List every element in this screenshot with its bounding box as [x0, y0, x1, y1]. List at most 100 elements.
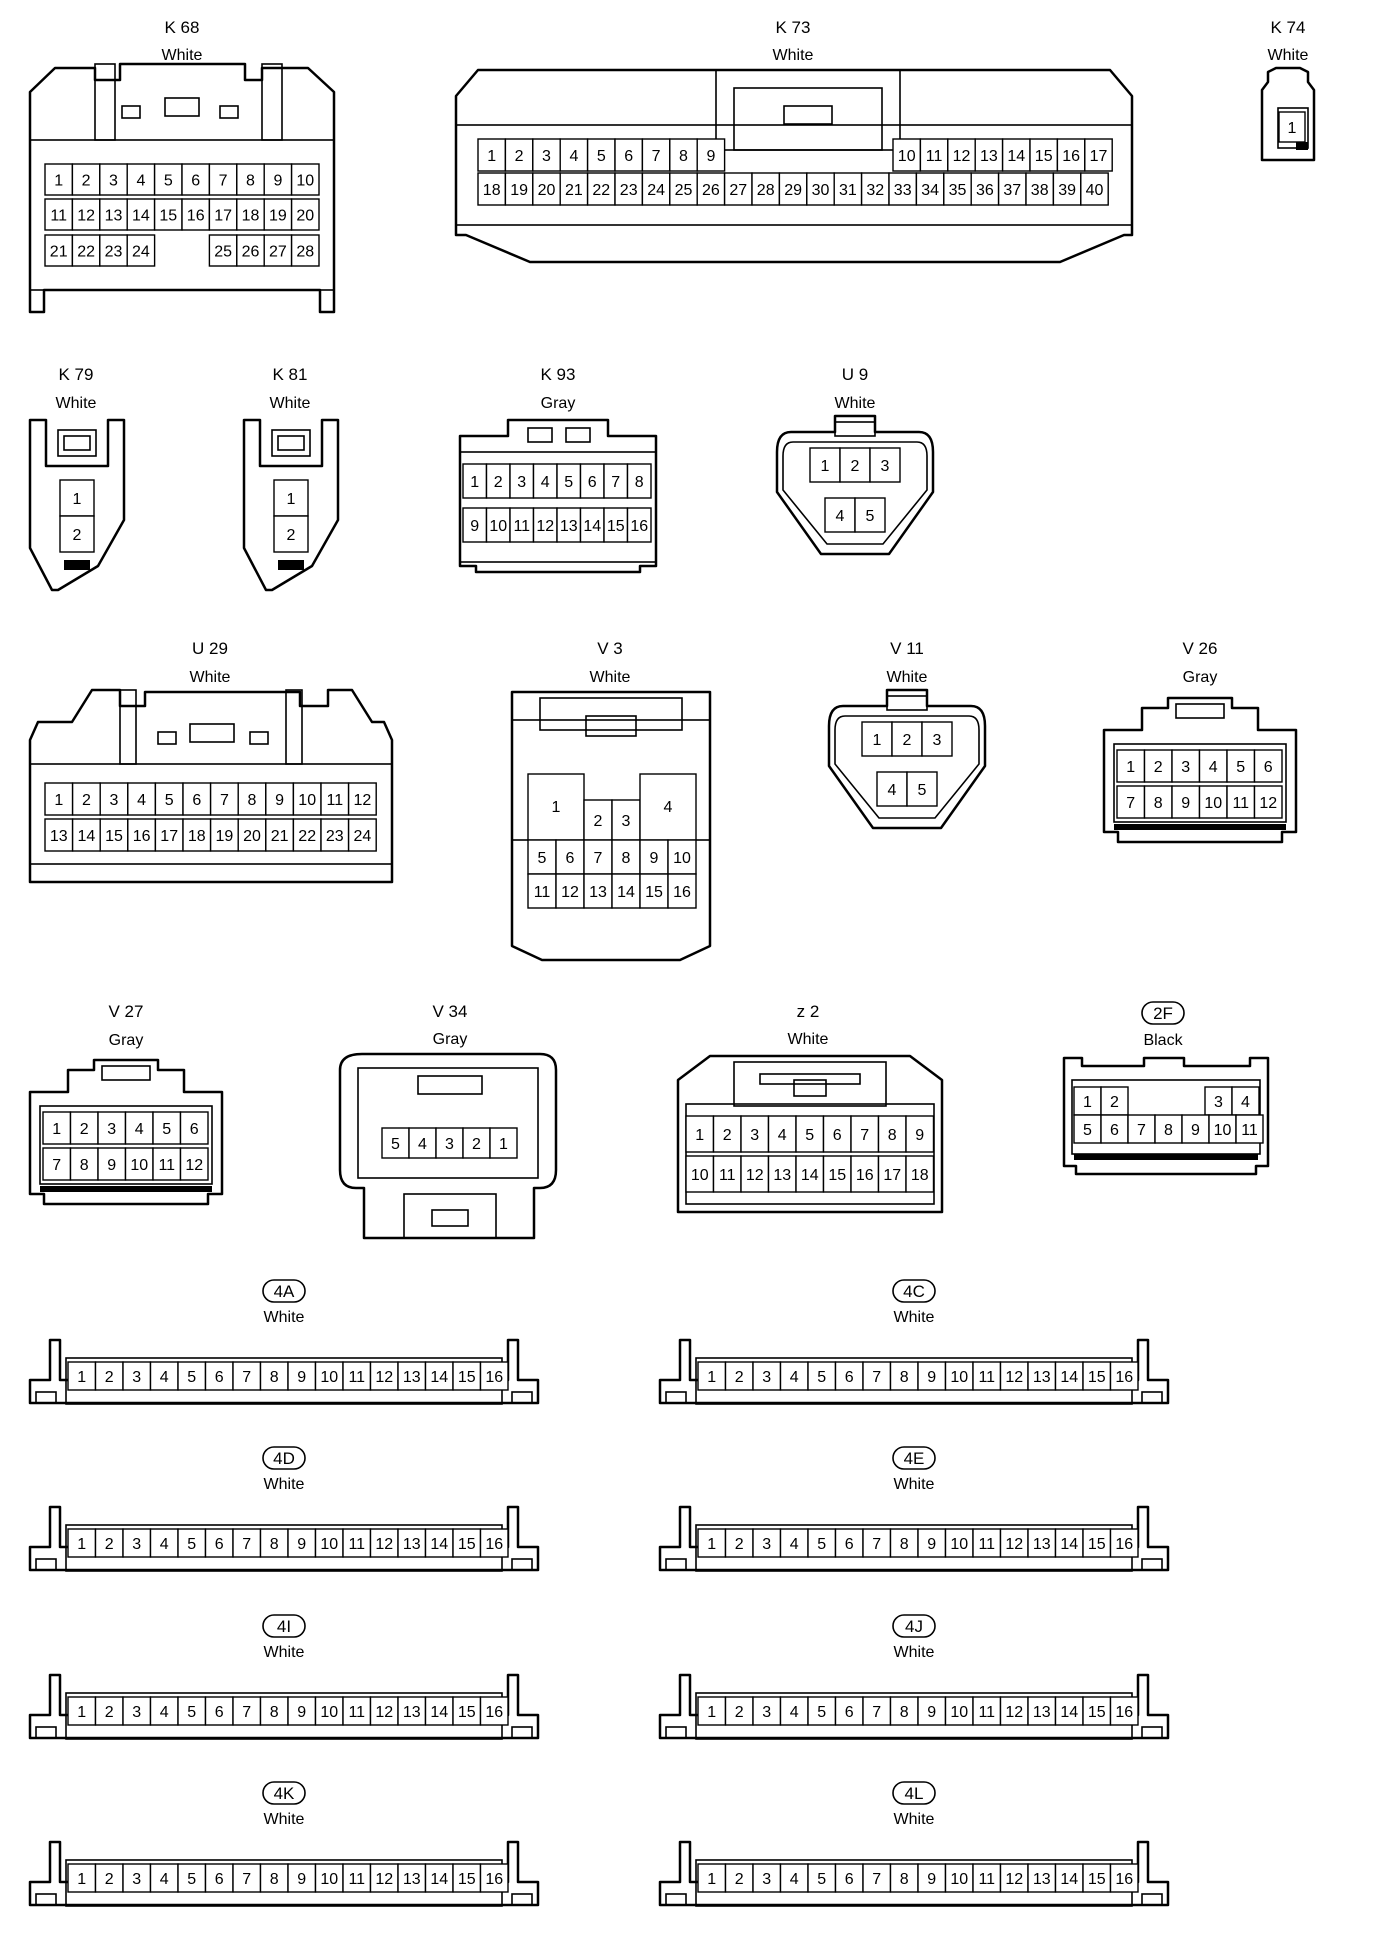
pin-cell: [397, 1696, 427, 1726]
pin-number: 10: [320, 1704, 338, 1721]
pin-number: 14: [430, 1704, 448, 1721]
pin-number: 14: [617, 884, 635, 901]
pin-number: 31: [839, 182, 857, 199]
pin-number: 16: [485, 1704, 503, 1721]
housing-detail: [511, 1391, 533, 1404]
pin-cell: [854, 497, 886, 533]
pin-cell: [889, 1528, 919, 1558]
housing-detail: [759, 1073, 861, 1085]
housing-detail: [511, 1558, 533, 1571]
housing-detail: [285, 689, 303, 765]
pin-cell: [822, 1115, 852, 1153]
connector-body-outline: [28, 1058, 224, 1206]
pin-number: 3: [881, 458, 890, 475]
housing-detail: [35, 1391, 57, 1404]
pin-cell: [99, 234, 128, 267]
pin-cell: [767, 1115, 797, 1153]
connector-body-outline: [775, 414, 935, 556]
connector-body-outline: [676, 1054, 944, 1214]
pin-cell: [477, 172, 507, 206]
pin-cell: [320, 782, 350, 816]
pin-number: 3: [1181, 759, 1190, 776]
pin-number: 36: [976, 182, 994, 199]
pin-cell: [99, 163, 128, 196]
connector-body-outline: [28, 688, 394, 884]
pin-number: 1: [287, 491, 296, 508]
pin-number: 10: [950, 1871, 968, 1888]
pin-cell: [182, 818, 212, 852]
housing-detail: [834, 421, 876, 437]
pin-number: 5: [391, 1136, 400, 1153]
pin-number: 4: [160, 1871, 169, 1888]
pin-number: 9: [297, 1704, 306, 1721]
connector-name: V 11: [890, 639, 924, 658]
connector-color: White: [894, 1309, 935, 1326]
pin-number: 13: [1033, 1536, 1051, 1553]
pin-number: 10: [130, 1157, 148, 1174]
pin-number: 10: [950, 1536, 968, 1553]
connector-color: White: [894, 1476, 935, 1493]
pin-cell: [292, 818, 322, 852]
pin-number: 10: [296, 173, 314, 190]
pin-cell: [479, 1863, 509, 1893]
housing-detail: [277, 435, 305, 451]
connector-body-outline: [1260, 66, 1316, 162]
pin-cell: [69, 1147, 99, 1181]
housing-detail: [459, 451, 657, 563]
pin-number: 2: [1110, 1094, 1119, 1111]
pin-cell: [287, 1696, 317, 1726]
connector-color: White: [894, 1644, 935, 1661]
pin-cell: [667, 839, 697, 875]
pin-number: 5: [817, 1536, 826, 1553]
pin-number: 10: [320, 1536, 338, 1553]
housing-detail: [1277, 107, 1309, 149]
housing-detail: [565, 427, 591, 443]
pin-number: 11: [513, 518, 530, 535]
pin-cell: [724, 1361, 754, 1391]
pin-cell: [1109, 1863, 1139, 1893]
pin-cell: [834, 1361, 864, 1391]
pin-number: 13: [403, 1536, 421, 1553]
pin-cell: [1171, 749, 1201, 783]
pin-number: 15: [159, 208, 177, 225]
pin-number: 2: [82, 173, 91, 190]
pin-number: 12: [561, 884, 579, 901]
connector-color: White: [162, 47, 203, 64]
housing-detail: [1141, 1558, 1163, 1571]
pin-number: 14: [1007, 148, 1025, 165]
pin-cell: [1052, 172, 1082, 206]
pin-number: 27: [729, 182, 747, 199]
housing-detail: [57, 429, 97, 457]
pin-number: 2: [80, 1121, 89, 1138]
pin-cell: [1253, 749, 1283, 783]
pin-cell: [208, 234, 238, 267]
pin-cell: [917, 1361, 947, 1391]
pin-cell: [1116, 749, 1146, 783]
pin-cell: [921, 721, 953, 757]
pin-number: 13: [403, 1871, 421, 1888]
pin-number: 11: [348, 1536, 365, 1553]
pin-number: 6: [215, 1871, 224, 1888]
pin-number: 16: [673, 884, 691, 901]
pin-number: 25: [214, 244, 232, 261]
pin-number: 12: [185, 1157, 203, 1174]
pin-number: 25: [675, 182, 693, 199]
pin-number: 7: [872, 1871, 881, 1888]
pin-cell: [834, 1528, 864, 1558]
pin-cell: [614, 138, 644, 172]
pin-number: 10: [489, 518, 507, 535]
pin-number: 2: [723, 1127, 732, 1144]
pin-cell: [232, 1696, 262, 1726]
pin-cell: [44, 234, 74, 267]
connector-body-outline: [242, 418, 340, 592]
connector-body-outline: [454, 68, 1134, 264]
pin-cell: [779, 1528, 809, 1558]
pin-cell: [369, 1696, 399, 1726]
pin-cell: [889, 1696, 919, 1726]
connector-body-outline: [834, 715, 980, 819]
pin-number: 1: [52, 1121, 61, 1138]
pin-cell: [320, 818, 350, 852]
